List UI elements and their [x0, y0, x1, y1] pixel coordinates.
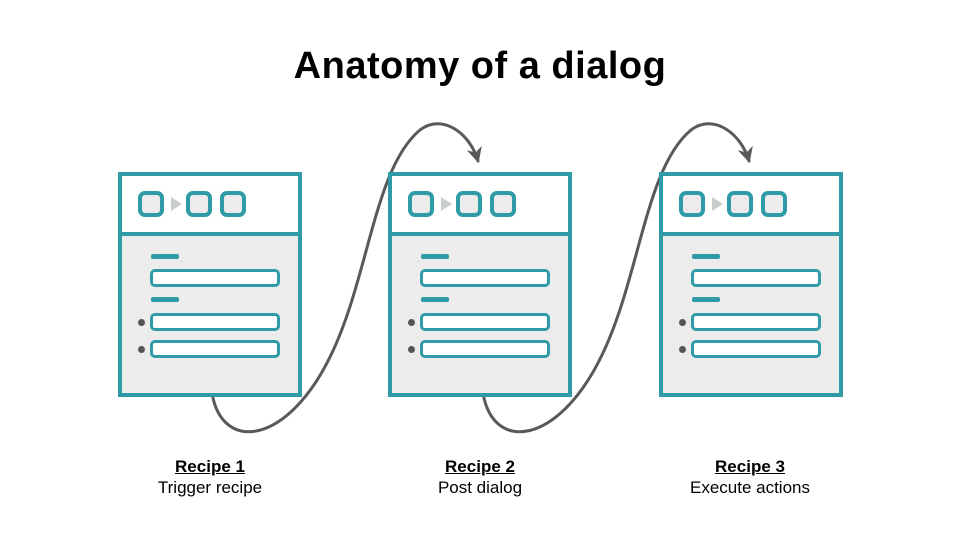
rounded-square-icon: [186, 191, 212, 217]
recipe-description: Post dialog: [437, 478, 523, 497]
field-label-line: [421, 254, 449, 259]
rounded-square-icon: [727, 191, 753, 217]
slide-title: Anatomy of a dialog: [293, 45, 667, 87]
recipe-description: Trigger recipe: [157, 478, 263, 497]
recipe-name: Recipe 1: [175, 457, 245, 476]
input-field: [691, 269, 821, 287]
bullet-dot-icon: [138, 319, 145, 326]
field-label-line: [151, 297, 179, 302]
bullet-dot-icon: [408, 319, 415, 326]
field-label-line: [151, 254, 179, 259]
recipe-name: Recipe 3: [715, 457, 785, 476]
input-field: [420, 269, 550, 287]
card-label: Recipe 2 Post dialog: [370, 456, 590, 498]
input-field: [150, 269, 280, 287]
input-field: [150, 313, 280, 331]
chevron-right-icon: [441, 197, 452, 211]
field-label-line: [421, 297, 449, 302]
chevron-right-icon: [171, 197, 182, 211]
bullet-dot-icon: [408, 346, 415, 353]
field-label-line: [692, 297, 720, 302]
dialog-header: [122, 176, 298, 236]
field-label-line: [692, 254, 720, 259]
input-field: [691, 313, 821, 331]
dialog-window-card: [388, 172, 572, 397]
dialog-body: [122, 236, 298, 393]
rounded-square-icon: [220, 191, 246, 217]
input-field: [150, 340, 280, 358]
bullet-dot-icon: [138, 346, 145, 353]
rounded-square-icon: [456, 191, 482, 217]
dialog-header: [392, 176, 568, 236]
card-label: Recipe 3 Execute actions: [640, 456, 860, 498]
rounded-square-icon: [490, 191, 516, 217]
dialog-header: [663, 176, 839, 236]
chevron-right-icon: [712, 197, 723, 211]
bullet-dot-icon: [679, 346, 686, 353]
rounded-square-icon: [408, 191, 434, 217]
recipe-description: Execute actions: [689, 478, 810, 497]
input-field: [691, 340, 821, 358]
input-field: [420, 313, 550, 331]
dialog-window-card: [659, 172, 843, 397]
input-field: [420, 340, 550, 358]
bullet-dot-icon: [679, 319, 686, 326]
rounded-square-icon: [138, 191, 164, 217]
recipe-name: Recipe 2: [445, 457, 515, 476]
card-label: Recipe 1 Trigger recipe: [100, 456, 320, 498]
dialog-body: [392, 236, 568, 393]
rounded-square-icon: [761, 191, 787, 217]
rounded-square-icon: [679, 191, 705, 217]
dialog-window-card: [118, 172, 302, 397]
dialog-body: [663, 236, 839, 393]
